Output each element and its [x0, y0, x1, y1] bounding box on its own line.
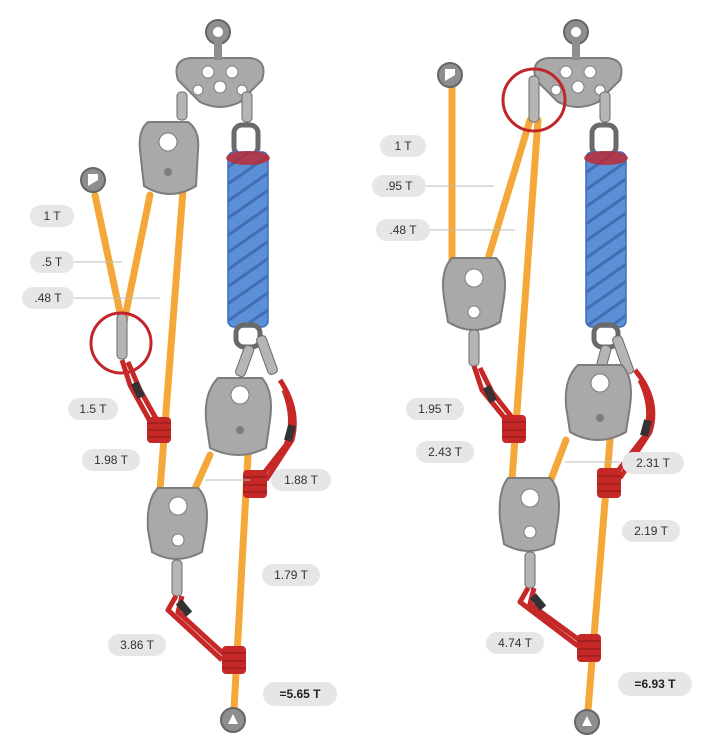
left-blue-sling	[226, 122, 270, 350]
left-label-188t: 1.88 T	[271, 469, 331, 491]
right-lower-connector	[524, 551, 536, 589]
svg-text:1 T: 1 T	[394, 139, 412, 153]
svg-text:1 T: 1 T	[43, 209, 61, 223]
left-lower-pulley	[146, 487, 208, 560]
left-label-anchor-1t: 1 T	[30, 205, 74, 227]
right-lower-pulley	[498, 477, 560, 552]
right-label-195t: 1.95 T	[406, 398, 464, 420]
svg-text:.48 T: .48 T	[34, 291, 62, 305]
right-upper-pulley-connector	[468, 329, 480, 367]
left-anchor-plate	[175, 19, 265, 108]
left-highlight-connector	[89, 311, 153, 375]
right-prusik-bottom	[517, 586, 584, 648]
left-top-connector-a	[176, 91, 188, 121]
svg-text:=5.65 T: =5.65 T	[279, 687, 321, 701]
left-prusik-knot-upper	[147, 417, 171, 443]
svg-text:=6.93 T: =6.93 T	[634, 677, 676, 691]
right-highlight-connector	[501, 67, 567, 133]
right-prusik-upper	[471, 365, 516, 424]
right-label-095t: .95 T	[372, 175, 426, 197]
left-mid-connector-a	[235, 344, 255, 378]
left-upper-pulley	[138, 121, 200, 195]
left-prusik-knot-side	[243, 470, 267, 498]
svg-text:1.98 T: 1.98 T	[94, 453, 128, 467]
svg-text:2.43 T: 2.43 T	[428, 445, 462, 459]
left-label-198t: 1.98 T	[82, 449, 140, 471]
right-blue-sling	[584, 122, 628, 350]
left-top-connector-b	[241, 91, 253, 123]
right-upper-pulley	[442, 257, 506, 331]
left-label-179t: 1.79 T	[262, 564, 320, 586]
left-system: 1 T .5 T .48 T 1.5 T 1.98 T 1.88 T 1.79 …	[22, 19, 337, 733]
right-prusik-side	[612, 368, 656, 480]
left-label-048t: .48 T	[22, 287, 74, 309]
right-prusik-knot-bottom	[577, 634, 601, 662]
right-load-icon	[574, 709, 600, 735]
left-guide-lines	[74, 261, 250, 481]
right-top-connector-b	[599, 91, 611, 123]
right-prusik-knot-upper	[502, 415, 526, 443]
left-mid-connector-b	[256, 335, 278, 375]
left-small-anchor-icon	[80, 167, 106, 193]
svg-text:1.88 T: 1.88 T	[284, 473, 318, 487]
svg-text:1.95 T: 1.95 T	[418, 402, 452, 416]
svg-text:1.5 T: 1.5 T	[79, 402, 107, 416]
right-guide-lines	[426, 185, 620, 463]
left-label-386t: 3.86 T	[108, 634, 166, 656]
svg-text:4.74 T: 4.74 T	[498, 636, 532, 650]
right-middle-pulley	[564, 364, 632, 441]
left-label-15t: 1.5 T	[68, 398, 118, 420]
left-load-icon	[220, 707, 246, 733]
right-mid-connector-b	[612, 335, 634, 375]
left-prusik-bottom	[165, 594, 228, 662]
right-label-219t: 2.19 T	[622, 520, 680, 542]
right-label-474t: 4.74 T	[486, 632, 544, 654]
svg-text:1.79 T: 1.79 T	[274, 568, 308, 582]
svg-text:3.86 T: 3.86 T	[120, 638, 154, 652]
right-label-048t: .48 T	[376, 219, 430, 241]
left-label-total: =5.65 T	[263, 682, 337, 706]
svg-text:.5 T: .5 T	[42, 255, 63, 269]
left-label-05t: .5 T	[30, 251, 74, 273]
svg-text:.48 T: .48 T	[389, 223, 417, 237]
left-prusik-upper	[119, 359, 161, 427]
right-label-243t: 2.43 T	[416, 441, 474, 463]
right-system: 1 T .95 T .48 T 1.95 T 2.43 T 2.31 T 2.1…	[372, 19, 692, 735]
left-prusik-knot-bottom	[222, 646, 246, 674]
right-small-anchor-icon	[437, 62, 463, 88]
right-prusik-knot-side	[597, 468, 621, 498]
svg-text:2.31 T: 2.31 T	[636, 456, 670, 470]
right-label-231t: 2.31 T	[622, 452, 684, 474]
left-prusik-side	[258, 378, 297, 482]
left-lower-connector	[171, 559, 183, 597]
svg-text:.95 T: .95 T	[385, 179, 413, 193]
left-middle-pulley	[204, 377, 272, 456]
right-label-total: =6.93 T	[618, 672, 692, 696]
right-label-anchor-1t: 1 T	[380, 135, 426, 157]
svg-text:2.19 T: 2.19 T	[634, 524, 668, 538]
